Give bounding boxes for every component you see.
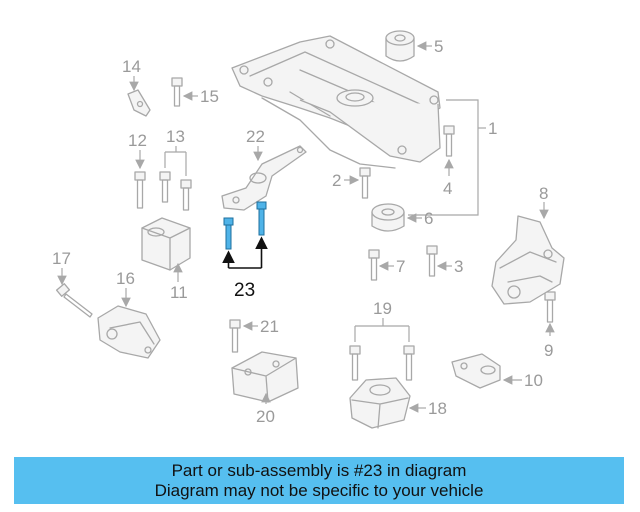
mount-bracket-8-drawing <box>491 215 565 305</box>
callout-19: 19 <box>373 299 392 318</box>
bolt-9-drawing <box>544 291 556 323</box>
callout-6: 6 <box>424 209 433 228</box>
callout-11: 11 <box>170 283 188 302</box>
callout-17: 17 <box>52 249 71 268</box>
callout-4: 4 <box>443 179 452 198</box>
bolts-23-drawing <box>223 201 267 250</box>
bolt-21-drawing <box>229 319 241 353</box>
mount-18-drawing <box>349 377 411 429</box>
bracket-14-drawing <box>127 89 151 117</box>
callout-10: 10 <box>524 371 543 390</box>
callout-14: 14 <box>122 57 141 76</box>
bolt-7-drawing <box>368 249 380 281</box>
callout-16: 16 <box>116 269 135 288</box>
callout-7: 7 <box>396 257 405 276</box>
callout-1: 1 <box>488 119 497 138</box>
callout-20: 20 <box>256 407 275 426</box>
bolt-17-drawing <box>55 283 93 318</box>
bushing-6-drawing <box>371 203 405 232</box>
banner-line-part: Part or sub-assembly is #23 in diagram <box>171 460 467 480</box>
callout-15: 15 <box>200 87 219 106</box>
bolt-2-drawing <box>359 167 371 199</box>
torque-arm-22-drawing <box>221 145 307 211</box>
bracket-16-drawing <box>97 305 161 359</box>
bolt-15-drawing <box>171 77 183 107</box>
bolt-12-drawing <box>134 171 146 209</box>
callout-3: 3 <box>454 257 463 276</box>
callout-2: 2 <box>332 171 341 190</box>
bushing-5-drawing <box>385 30 415 62</box>
mount-10-drawing <box>451 353 501 389</box>
callout-23: 23 <box>234 280 255 301</box>
callout-9: 9 <box>544 341 553 360</box>
bolt-4-drawing <box>443 125 455 157</box>
bolts-19-drawing <box>349 345 415 381</box>
part-info-banner: Part or sub-assembly is #23 in diagram D… <box>14 457 624 504</box>
mount-20-drawing <box>231 351 299 403</box>
callout-12: 12 <box>128 131 147 150</box>
callout-13: 13 <box>166 127 185 146</box>
mount-11-drawing <box>141 217 191 271</box>
callout-5: 5 <box>434 37 443 56</box>
bolts-13-drawing <box>159 171 192 211</box>
bolt-3-drawing <box>426 245 438 277</box>
callout-22: 22 <box>246 127 265 146</box>
callout-21: 21 <box>260 317 279 336</box>
banner-line-disclaimer: Diagram may not be specific to your vehi… <box>154 480 484 500</box>
subframe-drawing <box>231 35 441 169</box>
callout-8: 8 <box>539 184 548 203</box>
callout-18: 18 <box>428 399 447 418</box>
